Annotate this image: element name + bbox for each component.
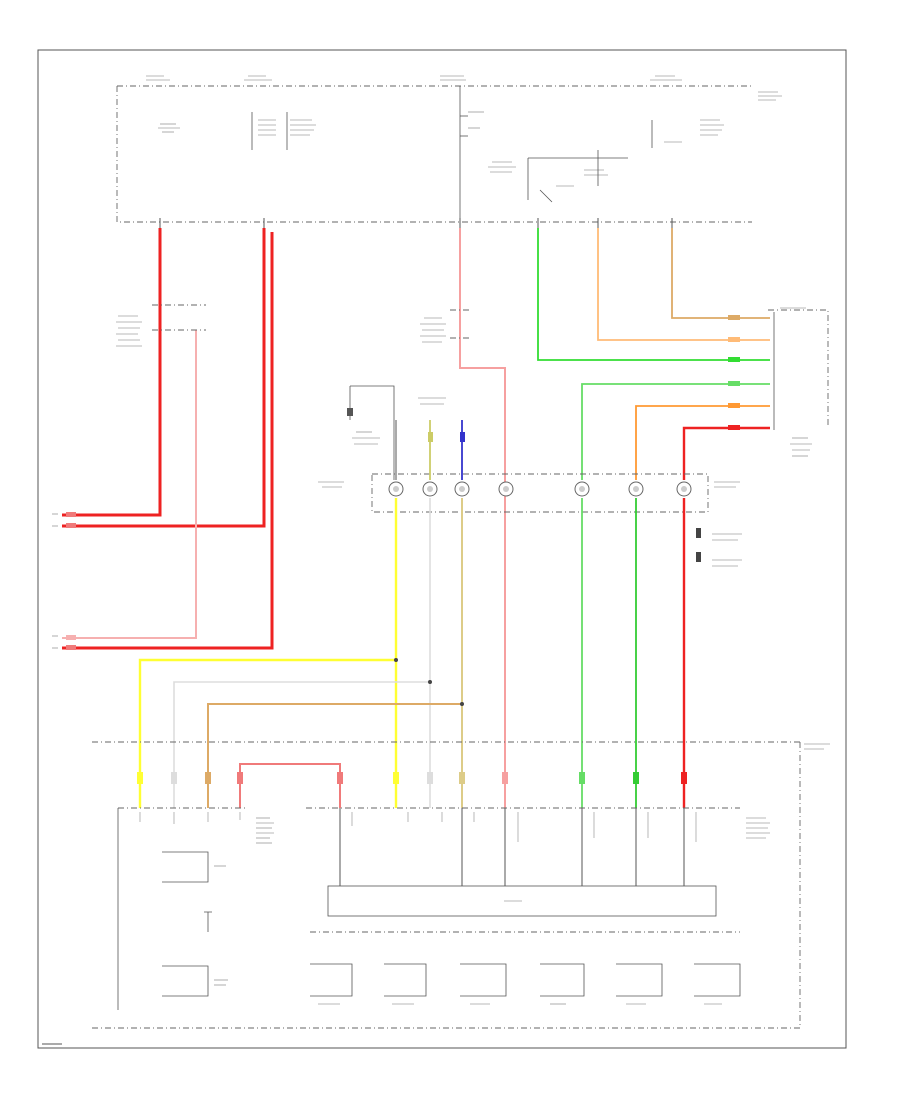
outer-frame [37, 49, 847, 1049]
switch-lower-wires [394, 498, 686, 808]
left-red-wires [52, 228, 274, 650]
bottom-pin-markers [137, 772, 687, 784]
cross-wires [138, 658, 464, 808]
top-box-pin-ticks [159, 218, 673, 228]
relay-box-label-glyphs [146, 75, 782, 187]
right-side-wires [537, 228, 770, 480]
switch-connector [318, 473, 742, 567]
bottom-module [92, 742, 801, 1029]
switch-upper-wires [395, 420, 465, 480]
ground-symbol-upper [347, 385, 446, 480]
center-pink-wire [420, 228, 506, 808]
top-relay-box [116, 75, 782, 228]
right-connector-block [768, 307, 829, 457]
